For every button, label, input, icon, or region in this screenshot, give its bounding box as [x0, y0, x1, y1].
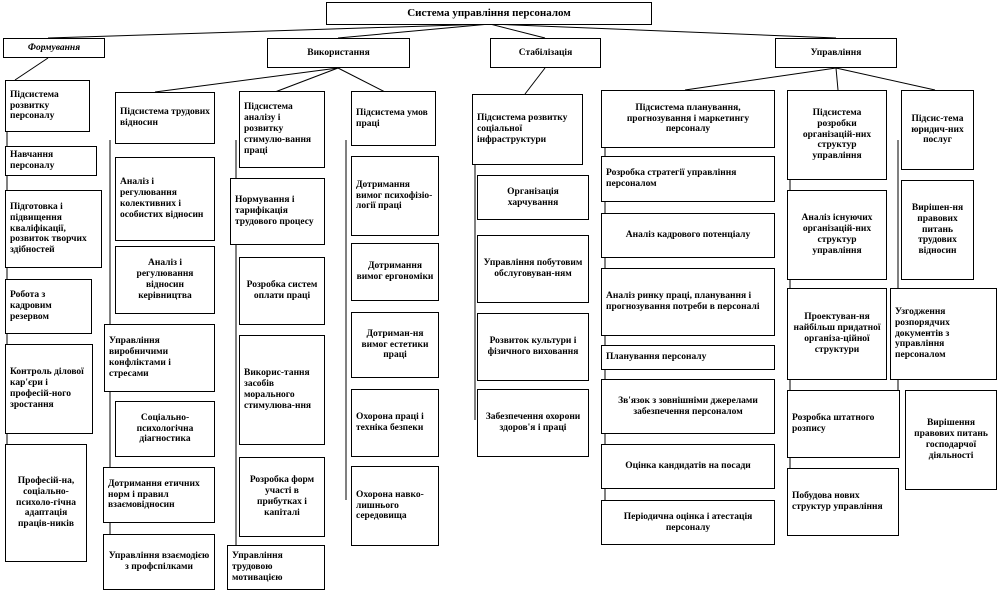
- col8-item: Вирішення правових питань господарчої ді…: [905, 390, 997, 490]
- col2-item: Аналіз і регулювання колективних і особи…: [115, 157, 215, 241]
- col5-subsystem: Підсистема розвитку соціальної інфрастру…: [472, 94, 583, 165]
- col1-item: Навчання персоналу: [5, 146, 97, 176]
- col4-item: Охорона навко-лишнього середовища: [351, 466, 439, 546]
- col4-item: Дотриман-ня вимог естетики праці: [351, 312, 439, 378]
- col6-subsystem: Підсистема планування, прогнозування і м…: [601, 90, 775, 148]
- col2-item: Управління виробничими конфліктами і стр…: [104, 324, 215, 392]
- col3-item: Управління трудовою мотивацією: [227, 545, 325, 590]
- col5-item: Управління побутовим обслуговуван-ням: [477, 235, 589, 303]
- col6-item: Планування персоналу: [601, 345, 775, 370]
- col1-subsystem: Підсистема розвитку персоналу: [5, 80, 90, 132]
- col5-item: Забезпечення охорони здоров'я і праці: [477, 389, 589, 457]
- col3-item: Розробка форм участі в прибутках і капіт…: [239, 457, 325, 537]
- col3-item: Викорис-тання засобів морального стимулю…: [239, 335, 325, 445]
- col6-item: Оцінка кандидатів на посади: [601, 444, 775, 489]
- col5-item: Організація харчування: [477, 175, 589, 220]
- col2-item: Соціально-психологічна діагностика: [115, 401, 215, 457]
- col3-item: Розробка систем оплати праці: [239, 257, 325, 325]
- col6-item: Розробка стратегії управління персоналом: [601, 156, 775, 202]
- col2-item: Управління взаємодією з профспілками: [103, 534, 215, 590]
- col8-item: Узгодження розпорядчих документів з упра…: [890, 288, 997, 380]
- col7-subsystem: Підсистема розробки організацій-них стру…: [787, 90, 887, 180]
- col4-item: Дотримання вимог психофізіо-логії праці: [351, 156, 439, 236]
- col4-item: Охорона праці і техніка безпеки: [351, 389, 439, 457]
- col2-item: Дотримання етичних норм і правил взаємов…: [103, 467, 215, 523]
- col6-item: Періодична оцінка і атестація персоналу: [601, 500, 775, 545]
- col8-item: Вирішен-ня правових питань трудових відн…: [901, 180, 974, 280]
- col1-item: Підготовка і підвищення кваліфікації, ро…: [5, 190, 102, 268]
- col2-subsystem: Підсистема трудових відносин: [115, 92, 215, 144]
- col7-item: Розробка штатного розпису: [787, 390, 900, 458]
- col5-item: Розвиток культури і фізичного виховання: [477, 313, 589, 381]
- col6-item: Зв'язок з зовнішніми джерелами забезпече…: [601, 379, 775, 434]
- col6-item: Аналіз кадрового потенціалу: [601, 213, 775, 258]
- col1-item: Робота з кадровим резервом: [5, 279, 92, 334]
- col4-item: Дотримання вимог ергономіки: [351, 243, 439, 301]
- col7-item: Побудова нових структур управління: [787, 468, 899, 536]
- col1-item: Контроль ділової кар'єри і професій-ного…: [5, 344, 93, 434]
- col4-subsystem: Підсистема умов праці: [351, 91, 436, 146]
- col7-item: Проектуван-ня найбільш придатної організ…: [787, 288, 887, 380]
- col2-item: Аналіз і регулювання відносин керівництв…: [115, 246, 215, 314]
- col3-subsystem: Підсистема аналізу і розвитку стимулю-ва…: [239, 91, 325, 168]
- col6-item: Аналіз ринку праці, планування і прогноз…: [601, 268, 775, 336]
- category-stabilizatsiia: Стабілізація: [490, 38, 601, 68]
- category-formuvannia: Формування: [3, 38, 105, 58]
- category-vykorystannia: Використання: [267, 38, 410, 68]
- col7-item: Аналіз існуючих організацій-них структур…: [787, 190, 887, 280]
- col1-item: Професій-на, соціально-психоло-гічна ада…: [5, 444, 87, 562]
- col8-subsystem: Підсис-тема юридич-них послуг: [901, 90, 974, 170]
- col3-item: Нормування і тарифікація трудового проце…: [230, 178, 325, 245]
- root-title: Система управління персоналом: [326, 2, 652, 25]
- category-upravlinnia: Управління: [775, 38, 897, 68]
